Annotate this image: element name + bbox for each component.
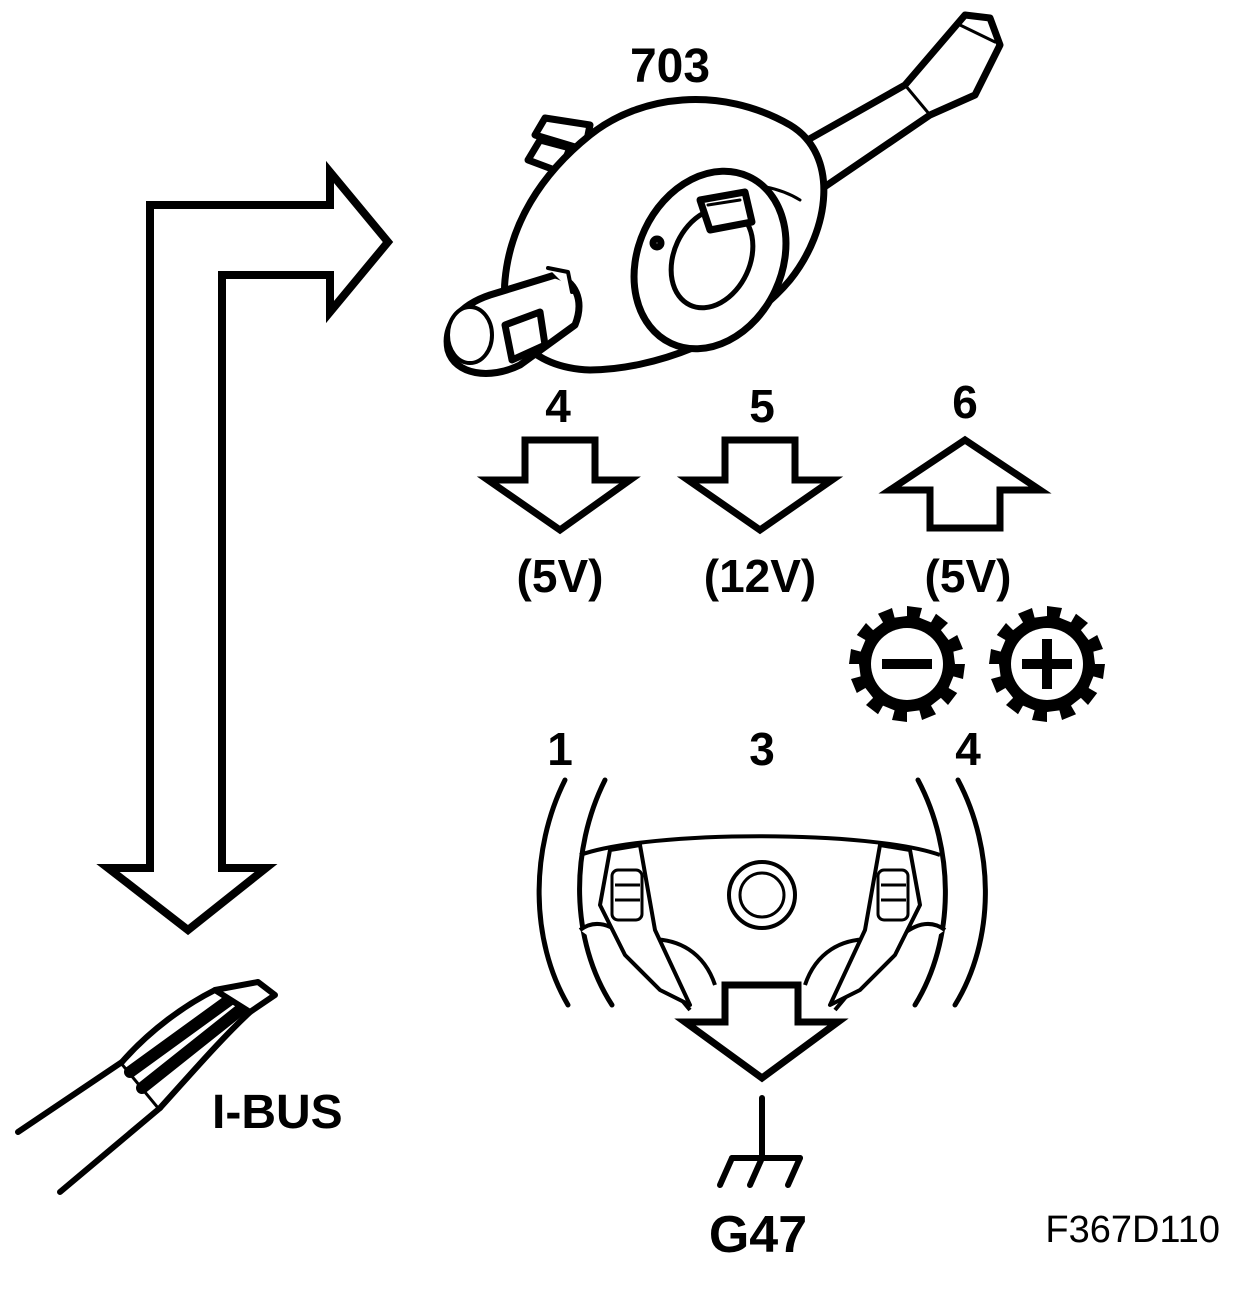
ibus-arrow: [96, 160, 394, 936]
wheel-label: 1: [547, 723, 573, 775]
pin-number: 4: [545, 380, 571, 432]
ground-arrow: [674, 981, 849, 1083]
pin-voltage: (12V): [704, 550, 816, 602]
pin-voltage: (5V): [925, 550, 1012, 602]
wheel-label: 3: [749, 723, 775, 775]
ground-symbol-icon: [717, 1095, 803, 1188]
pin-number: 6: [952, 376, 978, 428]
cable-connector-icon: [15, 979, 278, 1195]
minus-gear-icon: [849, 606, 965, 722]
pin-number: 5: [749, 380, 775, 432]
ground-label: G47: [709, 1206, 807, 1264]
wheel-label: 4: [955, 723, 981, 775]
pin-6-arrow: 6 (5V): [878, 376, 1052, 602]
pin-4-arrow: 4 (5V): [476, 380, 641, 602]
pin-5-arrow: 5 (12V): [676, 380, 844, 602]
plus-gear-icon: [989, 606, 1105, 722]
steering-wheel-icon: [578, 834, 947, 1012]
signal-arcs-icon: [536, 777, 988, 1008]
component-number: 703: [630, 40, 710, 93]
minus-bar: [882, 659, 932, 669]
pin-voltage: (5V): [517, 550, 604, 602]
figure-code: F367D110: [1045, 1209, 1220, 1251]
stalk-switch-icon: [443, 11, 1004, 377]
bus-label: I-BUS: [212, 1086, 343, 1139]
plus-bar: [1042, 639, 1052, 689]
